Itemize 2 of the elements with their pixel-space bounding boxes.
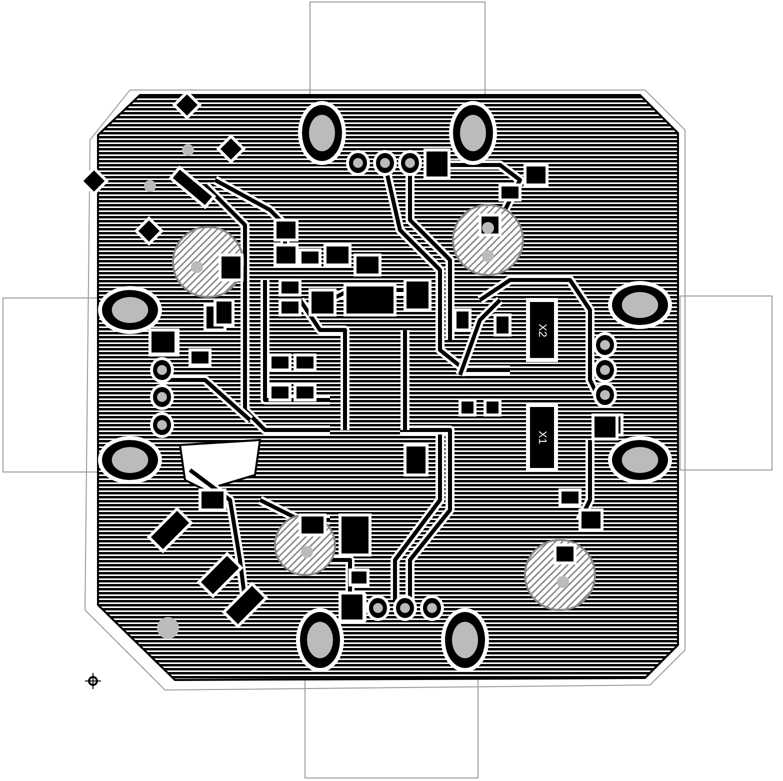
- component-designator: X2: [536, 323, 548, 337]
- component-designator: X1: [536, 430, 548, 444]
